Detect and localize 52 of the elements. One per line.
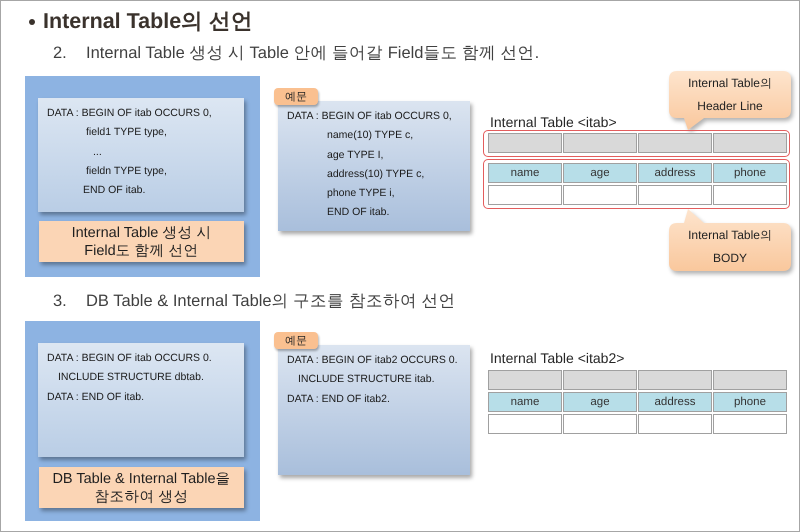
code-line: DATA : BEGIN OF itab OCCURS 0. <box>47 352 212 364</box>
example-code-box <box>278 101 470 231</box>
section-heading: DB Table & Internal Table의 구조를 참조하여 선언 <box>86 291 456 311</box>
tag-text: 예문 <box>285 334 307 348</box>
syntax-panel <box>25 76 260 277</box>
example-tag <box>274 332 318 349</box>
code-line: END OF itab. <box>83 184 146 196</box>
callout-text: Internal Table의 BODY <box>687 227 773 267</box>
highlight-outline <box>483 159 790 209</box>
code-line: DATA : END OF itab2. <box>287 392 390 405</box>
callout-bubble <box>669 209 791 271</box>
column-name: address <box>654 395 696 409</box>
code-line: INCLUDE STRUCTURE itab. <box>298 373 435 386</box>
table-title: Internal Table <itab2> <box>490 350 624 367</box>
code-line: INCLUDE STRUCTURE dbtab. <box>58 371 204 384</box>
highlight-outline <box>483 130 790 157</box>
code-box <box>38 98 244 212</box>
column-name: name <box>510 395 540 409</box>
section-heading: Internal Table 생성 시 Table 안에 들어갈 Field들도 함께 선언. <box>86 43 540 63</box>
page-title: Internal Table의 선언 <box>43 8 254 34</box>
list-number: 2. <box>53 43 67 63</box>
note-text: DB Table & Internal Table을 참조하여 생성 <box>51 470 232 506</box>
code-line: age TYPE I, <box>327 148 384 161</box>
column-name: phone <box>734 166 766 180</box>
note-box <box>39 221 244 262</box>
example-code-box <box>278 345 470 475</box>
table-title: Internal Table <itab> <box>490 114 617 131</box>
code-line: name(10) TYPE c, <box>327 129 414 142</box>
tag-text: 예문 <box>285 90 307 104</box>
code-box <box>38 343 244 457</box>
example-tag <box>274 88 318 105</box>
column-name: phone <box>734 395 766 409</box>
note-box <box>39 467 244 508</box>
code-line: phone TYPE i, <box>327 187 395 200</box>
column-name: address <box>654 166 696 180</box>
code-line: DATA : BEGIN OF itab OCCURS 0, <box>287 110 452 122</box>
code-line: DATA : END OF itab. <box>47 390 144 403</box>
note-text: Internal Table 생성 시 Field도 함께 선언 <box>70 224 212 260</box>
code-line: DATA : BEGIN OF itab OCCURS 0, <box>47 107 212 119</box>
column-name: age <box>590 166 610 180</box>
code-line: field1 TYPE type, <box>86 126 167 138</box>
column-name: age <box>590 395 610 409</box>
callout-bubble <box>669 71 791 130</box>
syntax-panel <box>25 321 260 521</box>
code-line: ... <box>93 146 102 158</box>
code-line: DATA : BEGIN OF itab2 OCCURS 0. <box>287 354 458 366</box>
code-line: END OF itab. <box>327 206 390 218</box>
column-name: name <box>510 166 540 180</box>
code-line: fieldn TYPE type, <box>86 164 167 177</box>
code-line: address(10) TYPE c, <box>327 168 424 180</box>
list-number: 3. <box>53 291 67 311</box>
callout-text: Internal Table의 Header Line <box>687 74 773 114</box>
